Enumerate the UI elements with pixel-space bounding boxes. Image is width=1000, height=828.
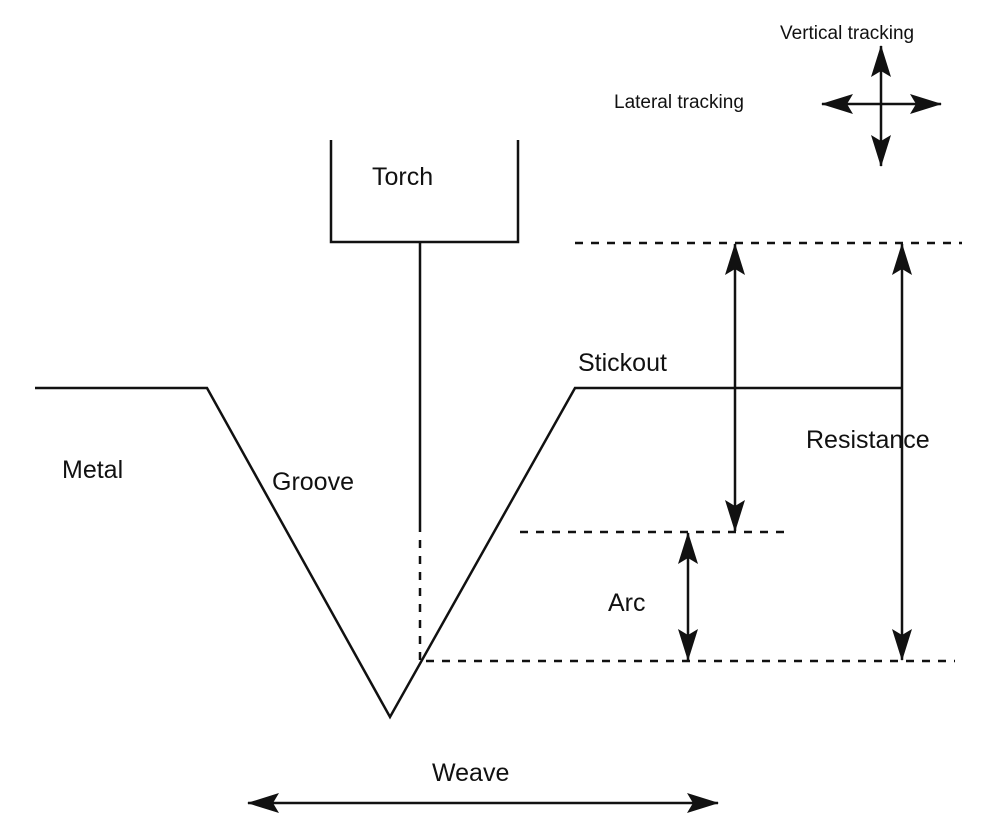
metal-label: Metal [62,456,123,484]
arc-label: Arc [608,589,646,617]
torch-body [329,140,520,244]
torch-label: Torch [372,163,433,191]
metal-groove-profile [35,386,903,720]
tracking-cross-arrows-icon [821,45,942,167]
groove-label: Groove [272,468,354,496]
stickout-label: Stickout [578,349,667,377]
weave-label: Weave [432,759,509,787]
vertical-tracking-label: Vertical tracking [780,23,914,44]
resistance-label: Resistance [806,426,930,454]
lateral-tracking-label: Lateral tracking [614,92,744,113]
